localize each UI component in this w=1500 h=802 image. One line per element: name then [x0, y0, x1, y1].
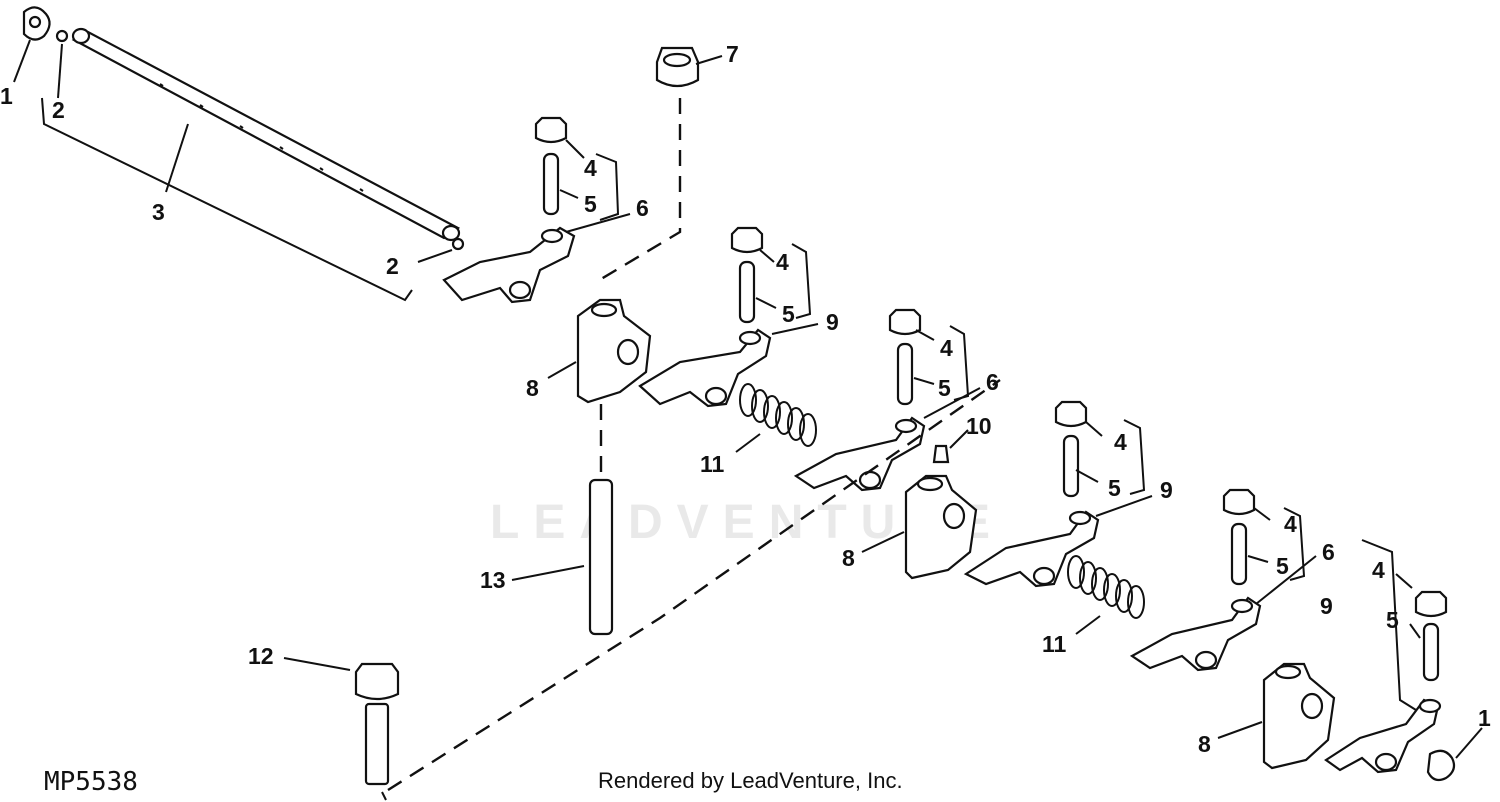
- rocker-arm-1: [442, 226, 576, 304]
- callout-2-mid: 2: [386, 253, 399, 279]
- callout-5-e: 5: [1276, 553, 1289, 579]
- nut-stud-set-6: [1414, 590, 1448, 682]
- rocker-arm-4: [963, 510, 1100, 588]
- callout-7: 7: [726, 41, 739, 67]
- assembly-bracket-left: [41, 97, 413, 302]
- plug: [932, 444, 950, 464]
- bracket-bottom-left: [381, 791, 387, 801]
- callout-5-c: 5: [938, 375, 951, 401]
- callout-4-b: 4: [776, 249, 789, 275]
- callout-4-e: 4: [1284, 511, 1297, 537]
- callout-5-d: 5: [1108, 475, 1121, 501]
- callout-1-top: 1: [0, 83, 13, 109]
- rocker-arm-6: [1324, 698, 1442, 774]
- figure-id: MP5538: [44, 767, 138, 797]
- callout-8-b: 8: [842, 545, 855, 571]
- callout-11-a: 11: [700, 451, 725, 477]
- credit-text: Rendered by LeadVenture, Inc.: [598, 768, 903, 793]
- snap-ring-bottom: [1426, 749, 1456, 782]
- centerline-bolt: [387, 379, 1001, 792]
- callout-4-c: 4: [940, 335, 953, 361]
- callout-2-top: 2: [52, 97, 65, 123]
- nut-stud-set-4: [1054, 400, 1088, 498]
- snap-ring-top: [22, 6, 51, 41]
- callout-13: 13: [480, 567, 506, 593]
- support-bracket-2: [904, 474, 978, 580]
- callout-4-f: 4: [1372, 557, 1385, 583]
- washer-top: [55, 29, 69, 43]
- centerline-cap-nut: [595, 98, 682, 284]
- callout-1-bottom: 1: [1478, 705, 1491, 731]
- support-bracket-1: [576, 298, 652, 404]
- callout-8-c: 8: [1198, 731, 1211, 757]
- callout-5-b: 5: [782, 301, 795, 327]
- nut-stud-set-3: [888, 308, 922, 406]
- rocker-arm-3: [793, 416, 926, 492]
- callout-6-a: 6: [636, 195, 649, 221]
- rocker-arm-5: [1129, 596, 1262, 672]
- callout-9-c: 9: [1320, 593, 1333, 619]
- callout-4-a: 4: [584, 155, 597, 181]
- cap-screw: [354, 662, 400, 786]
- nut-stud-set-2: [730, 226, 764, 324]
- spring-2: [1067, 555, 1145, 619]
- nut-stud-set-5: [1222, 488, 1256, 586]
- callout-8-a: 8: [526, 375, 539, 401]
- callout-labels: 1 2 3 2 4 5 6 7 4 5 9 8 4 5 6 10 11 4 5 …: [0, 41, 1491, 757]
- callout-6-c: 6: [1322, 539, 1335, 565]
- spring-1: [739, 383, 817, 447]
- callout-5-f: 5: [1386, 607, 1399, 633]
- nut-stud-set-1: [534, 116, 568, 216]
- callout-3: 3: [152, 199, 165, 225]
- cap-nut: [655, 46, 700, 88]
- washer-shaft-end: [451, 237, 465, 251]
- callout-5-a: 5: [584, 191, 597, 217]
- callout-11-b: 11: [1042, 631, 1067, 657]
- group-brackets: [595, 153, 1417, 711]
- callout-4-d: 4: [1114, 429, 1127, 455]
- callout-9-a: 9: [826, 309, 839, 335]
- callout-10: 10: [966, 413, 992, 439]
- callout-9-b: 9: [1160, 477, 1173, 503]
- long-stud: [588, 404, 614, 636]
- callout-6-b: 6: [986, 369, 999, 395]
- rocker-arm-2: [638, 328, 772, 408]
- support-bracket-3: [1262, 662, 1336, 770]
- rocker-shaft: [71, 27, 461, 242]
- callout-12: 12: [248, 643, 274, 669]
- leader-lines: [13, 39, 1483, 759]
